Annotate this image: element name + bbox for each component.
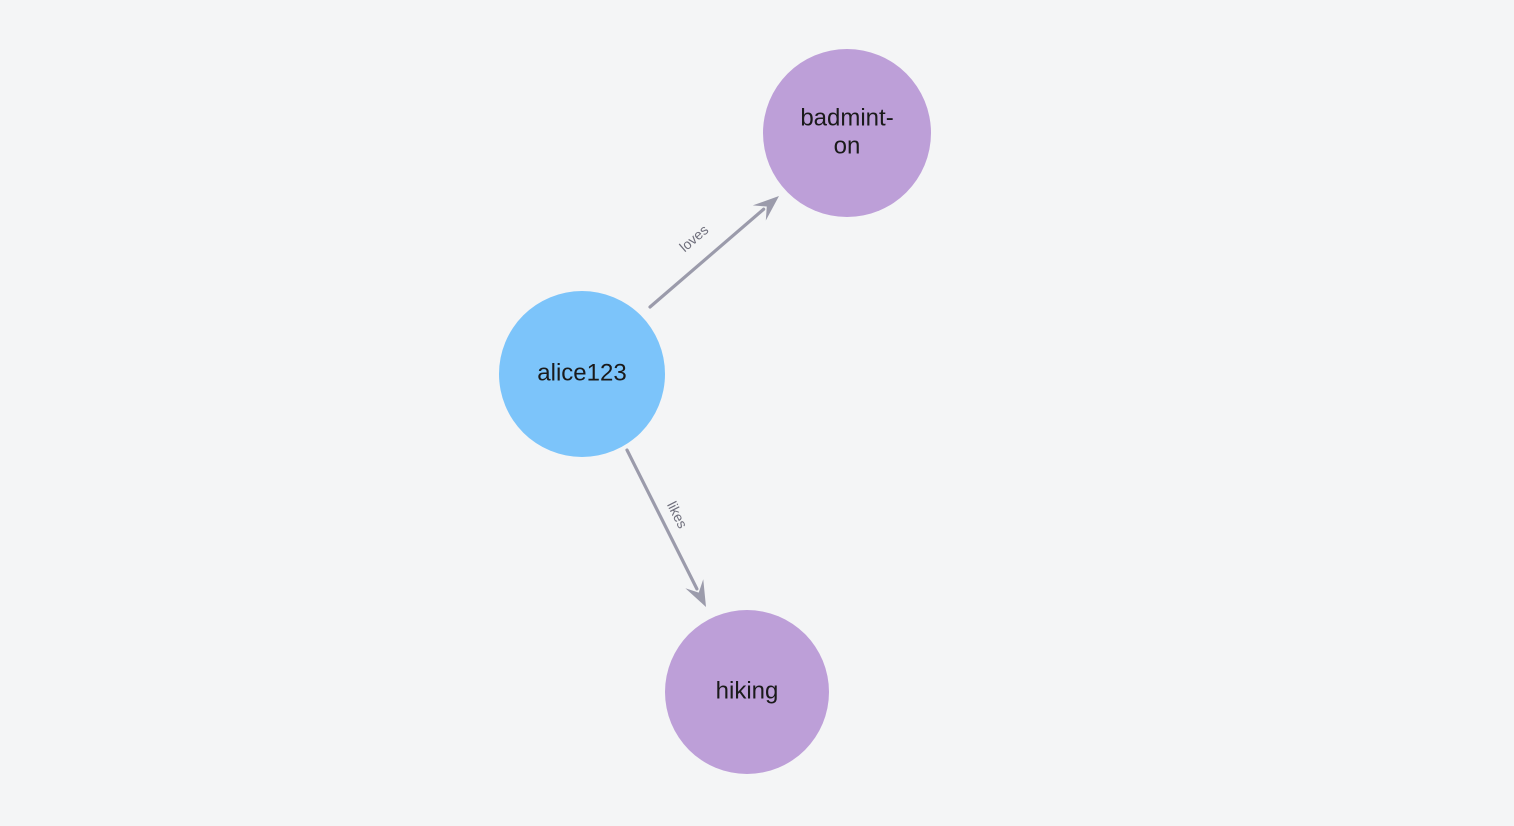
edge-line — [648, 207, 766, 309]
nodes-layer: alice123 badmint-on hiking — [499, 49, 931, 774]
node-circle[interactable] — [499, 291, 665, 457]
graph-edge[interactable]: loves — [648, 196, 779, 309]
graph-node-badminton[interactable]: badmint-on — [763, 49, 931, 217]
graph-node-alice123[interactable]: alice123 — [499, 291, 665, 457]
node-circle[interactable] — [763, 49, 931, 217]
edge-label: loves — [676, 221, 711, 254]
edge-arrowhead — [685, 579, 706, 607]
graph-node-hiking[interactable]: hiking — [665, 610, 829, 774]
edge-arrowhead — [752, 196, 779, 221]
node-circle[interactable] — [665, 610, 829, 774]
graph-edge[interactable]: likes — [625, 448, 706, 607]
edge-line — [625, 448, 699, 591]
edge-label: likes — [664, 499, 691, 531]
